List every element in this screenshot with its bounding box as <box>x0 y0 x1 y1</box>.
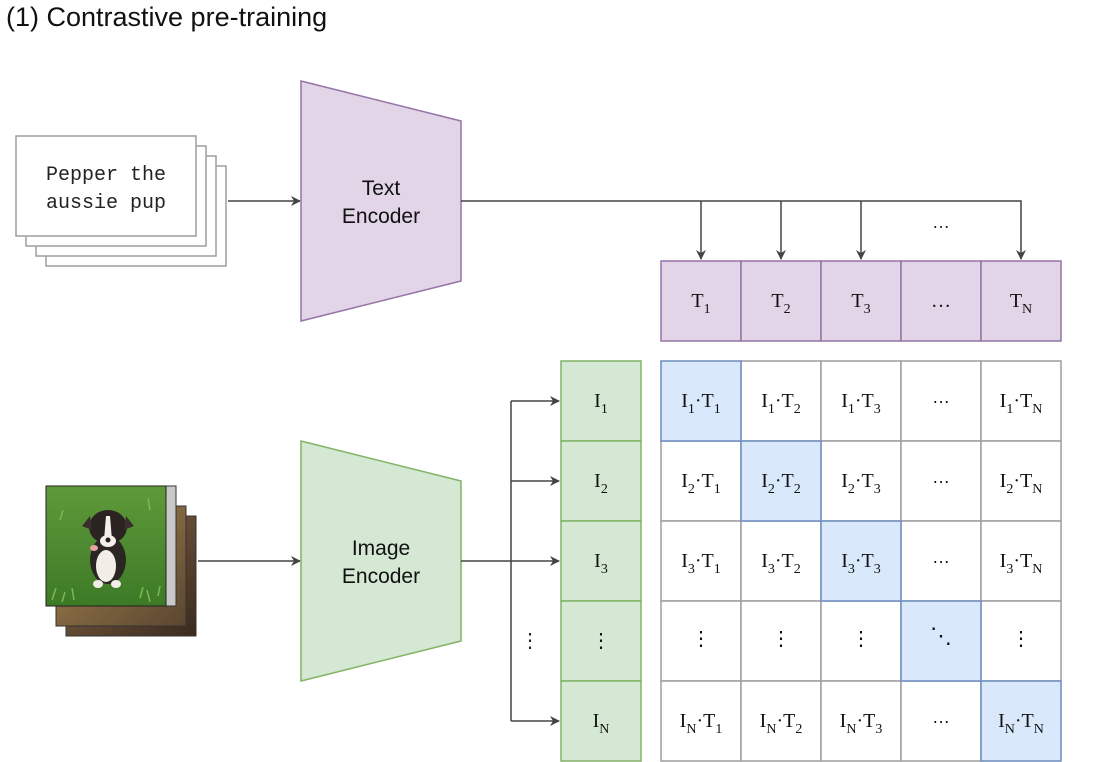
image-embedding-cell <box>560 680 642 762</box>
matrix-cell <box>740 680 822 762</box>
matrix-cell-label: I3​·T3​ <box>841 550 881 577</box>
matrix-ellipsis: ⋮ <box>851 628 871 650</box>
matrix-cell-label: IN​·T2​ <box>760 710 803 737</box>
text-embedding-label: TN​ <box>1010 290 1032 317</box>
text-embedding-label: T3​ <box>851 290 870 317</box>
image-embedding-cell <box>560 600 642 682</box>
matrix-cell-label: IN​·T1​ <box>680 710 723 737</box>
matrix-diagonal-cell <box>660 360 742 442</box>
matrix-cell-label: IN​·T3​ <box>840 710 883 737</box>
text-input-line-1: Pepper the <box>46 164 166 187</box>
image-output-arrows <box>461 396 560 726</box>
page-title: (1) Contrastive pre-training <box>6 2 328 32</box>
matrix-ellipsis: … <box>932 707 950 727</box>
text-output-arrows <box>461 200 1026 260</box>
matrix-cell-label: I1​·T3​ <box>841 390 881 417</box>
matrix-ellipsis: … <box>932 387 950 407</box>
matrix-cell <box>660 440 742 522</box>
text-embedding-row: T1​ T2​ T3​ … TN​ <box>660 260 1062 342</box>
matrix-cell <box>980 600 1062 682</box>
image-embedding-label: ⋮ <box>591 630 611 652</box>
matrix-cell-label: I2​·TN​ <box>1000 470 1043 497</box>
text-input-line-2: aussie pup <box>46 192 166 215</box>
text-embedding-label: … <box>931 290 951 312</box>
stacked-dog-photos-icon <box>45 485 197 637</box>
matrix-cell <box>660 520 742 602</box>
matrix-cell <box>740 520 822 602</box>
matrix-cell-label: I3​·TN​ <box>1000 550 1043 577</box>
matrix-diagonal-cell <box>980 680 1062 762</box>
matrix-ellipsis: … <box>932 547 950 567</box>
text-encoder-block <box>300 80 462 322</box>
matrix-cell <box>980 440 1062 522</box>
matrix-cell <box>820 440 902 522</box>
text-embedding-label: T1​ <box>691 290 710 317</box>
image-embedding-column: I1​ I2​ I3​ ⋮ IN​ <box>560 360 642 762</box>
matrix-ellipsis: ⋱ <box>930 624 952 649</box>
matrix-cell <box>900 680 982 762</box>
image-embedding-cell <box>560 520 642 602</box>
image-embedding-cell <box>560 440 642 522</box>
matrix-cell <box>660 680 742 762</box>
image-embedding-label: I3​ <box>594 550 608 577</box>
matrix-diagonal-cell <box>900 600 982 682</box>
image-embedding-cell <box>560 360 642 442</box>
matrix-diagonal-cell <box>740 440 822 522</box>
image-encoder-block <box>300 440 462 682</box>
matrix-cell-label: I1​·T1​ <box>681 390 721 417</box>
matrix-cell <box>740 600 822 682</box>
text-arrows-ellipsis: … <box>932 212 950 232</box>
matrix-cell-label: IN​·TN​ <box>998 710 1044 737</box>
text-embedding-label: T2​ <box>771 290 790 317</box>
image-embedding-label: I2​ <box>594 470 608 497</box>
text-embedding-cell <box>980 260 1062 342</box>
text-encoder-label-2: Encoder <box>342 205 420 228</box>
text-encoder-label-1: Text <box>362 177 401 200</box>
matrix-ellipsis: … <box>932 467 950 487</box>
image-encoder-label-1: Image <box>352 537 410 560</box>
matrix-cell <box>820 680 902 762</box>
image-arrows-ellipsis: ⋮ <box>520 630 540 652</box>
matrix-cell <box>740 360 822 442</box>
image-embedding-label: IN​ <box>593 710 610 737</box>
similarity-matrix: I1​·T1​ I1​·T2​ I1​·T3​ … I1​·TN​ I2​·T1​ I2​·… <box>660 360 1062 762</box>
matrix-cell <box>980 360 1062 442</box>
matrix-ellipsis: ⋮ <box>1011 628 1031 650</box>
text-embedding-cell <box>900 260 982 342</box>
matrix-cell-label: I3​·T1​ <box>681 550 721 577</box>
matrix-ellipsis: ⋮ <box>691 628 711 650</box>
matrix-cell-label: I1​·TN​ <box>1000 390 1043 417</box>
matrix-cell <box>980 520 1062 602</box>
matrix-cell-label: I3​·T2​ <box>761 550 801 577</box>
image-embedding-label: I1​ <box>594 390 608 417</box>
matrix-cell <box>820 360 902 442</box>
matrix-cell-label: I2​·T1​ <box>681 470 721 497</box>
matrix-diagonal-cell <box>820 520 902 602</box>
matrix-cell-label: I2​·T3​ <box>841 470 881 497</box>
matrix-cell-label: I1​·T2​ <box>761 390 801 417</box>
matrix-ellipsis: ⋮ <box>771 628 791 650</box>
text-embedding-cell <box>740 260 822 342</box>
matrix-cell <box>900 360 982 442</box>
matrix-cell-label: I2​·T2​ <box>761 470 801 497</box>
stacked-text-cards-icon <box>15 135 227 267</box>
image-encoder-label-2: Encoder <box>342 565 420 588</box>
text-embedding-cell <box>820 260 902 342</box>
